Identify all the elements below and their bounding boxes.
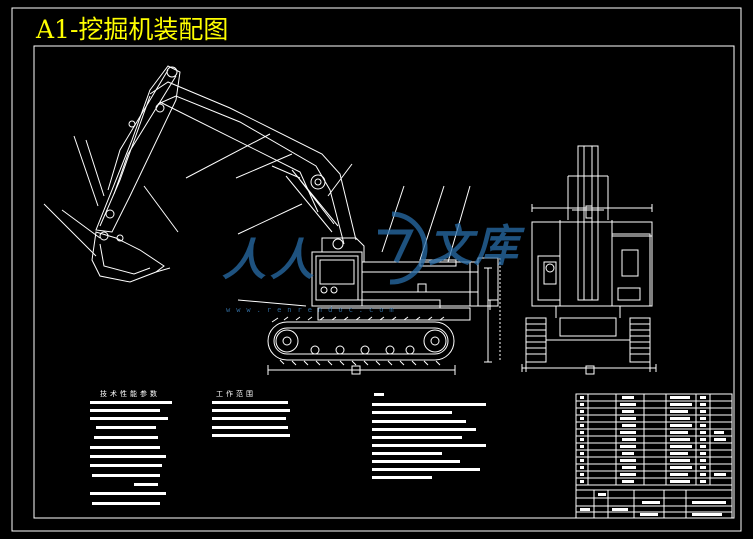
watermark-emblem: [378, 211, 428, 285]
inner-border: [33, 45, 735, 519]
front-cab: [612, 233, 651, 307]
parts-list-table: [575, 393, 733, 519]
drawing-title: A1-挖掘机装配图: [36, 15, 229, 44]
boom: [149, 81, 357, 250]
watermark-url: www.renrendoc.com: [226, 306, 400, 314]
parts-list-entries: [580, 396, 726, 516]
watermark-text-left: 人人: [222, 235, 318, 286]
notes-left: [90, 401, 172, 505]
notes-middle: [212, 401, 290, 437]
front-boom: [577, 145, 599, 301]
notes-left-heading: 技术性能参数: [100, 390, 160, 398]
bucket: [91, 231, 171, 283]
slewing-frame: [317, 299, 471, 321]
notes-right: [372, 393, 486, 479]
crawler-track: [267, 316, 455, 366]
track-dimension: [267, 365, 456, 375]
height-dimension: [484, 267, 492, 363]
notes-middle-heading: 工作范围: [216, 390, 256, 398]
boom-cylinder: [285, 169, 339, 233]
watermark-text-right: 文库: [428, 221, 520, 272]
stick-arm: [95, 65, 181, 233]
bucket-cylinder: [107, 69, 177, 195]
upper-structure: [311, 251, 499, 307]
outer-border: [11, 7, 742, 532]
front-view: [521, 145, 657, 375]
